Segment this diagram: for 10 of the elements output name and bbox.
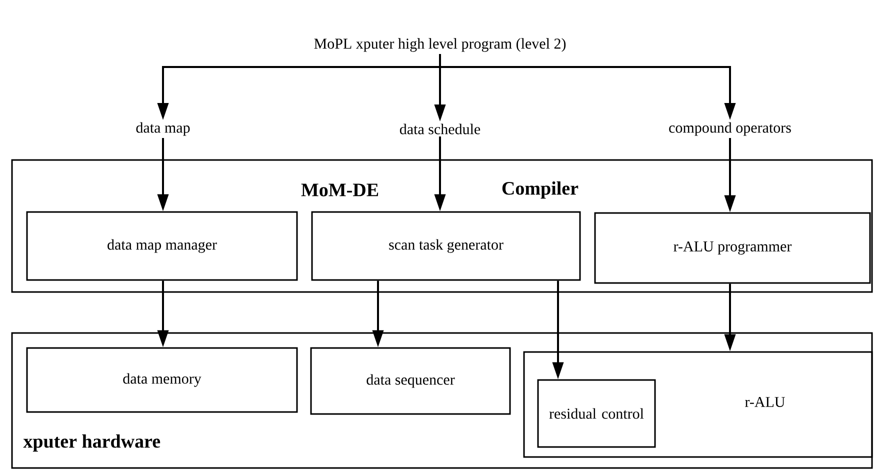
flow-label: data map xyxy=(136,122,190,136)
process-box: scan task generator xyxy=(311,211,581,281)
process-box: data map manager xyxy=(26,211,298,281)
process-box: data memory xyxy=(26,347,298,413)
flow-label: MoPL xputer high level program (level 2) xyxy=(314,38,566,52)
process-box: r-ALU programmer xyxy=(594,212,871,284)
flow-label: compound operators xyxy=(669,122,791,136)
flow-label: data schedule xyxy=(400,124,480,134)
process-box: data sequencer xyxy=(310,347,511,415)
process-box: residual control xyxy=(537,379,656,448)
